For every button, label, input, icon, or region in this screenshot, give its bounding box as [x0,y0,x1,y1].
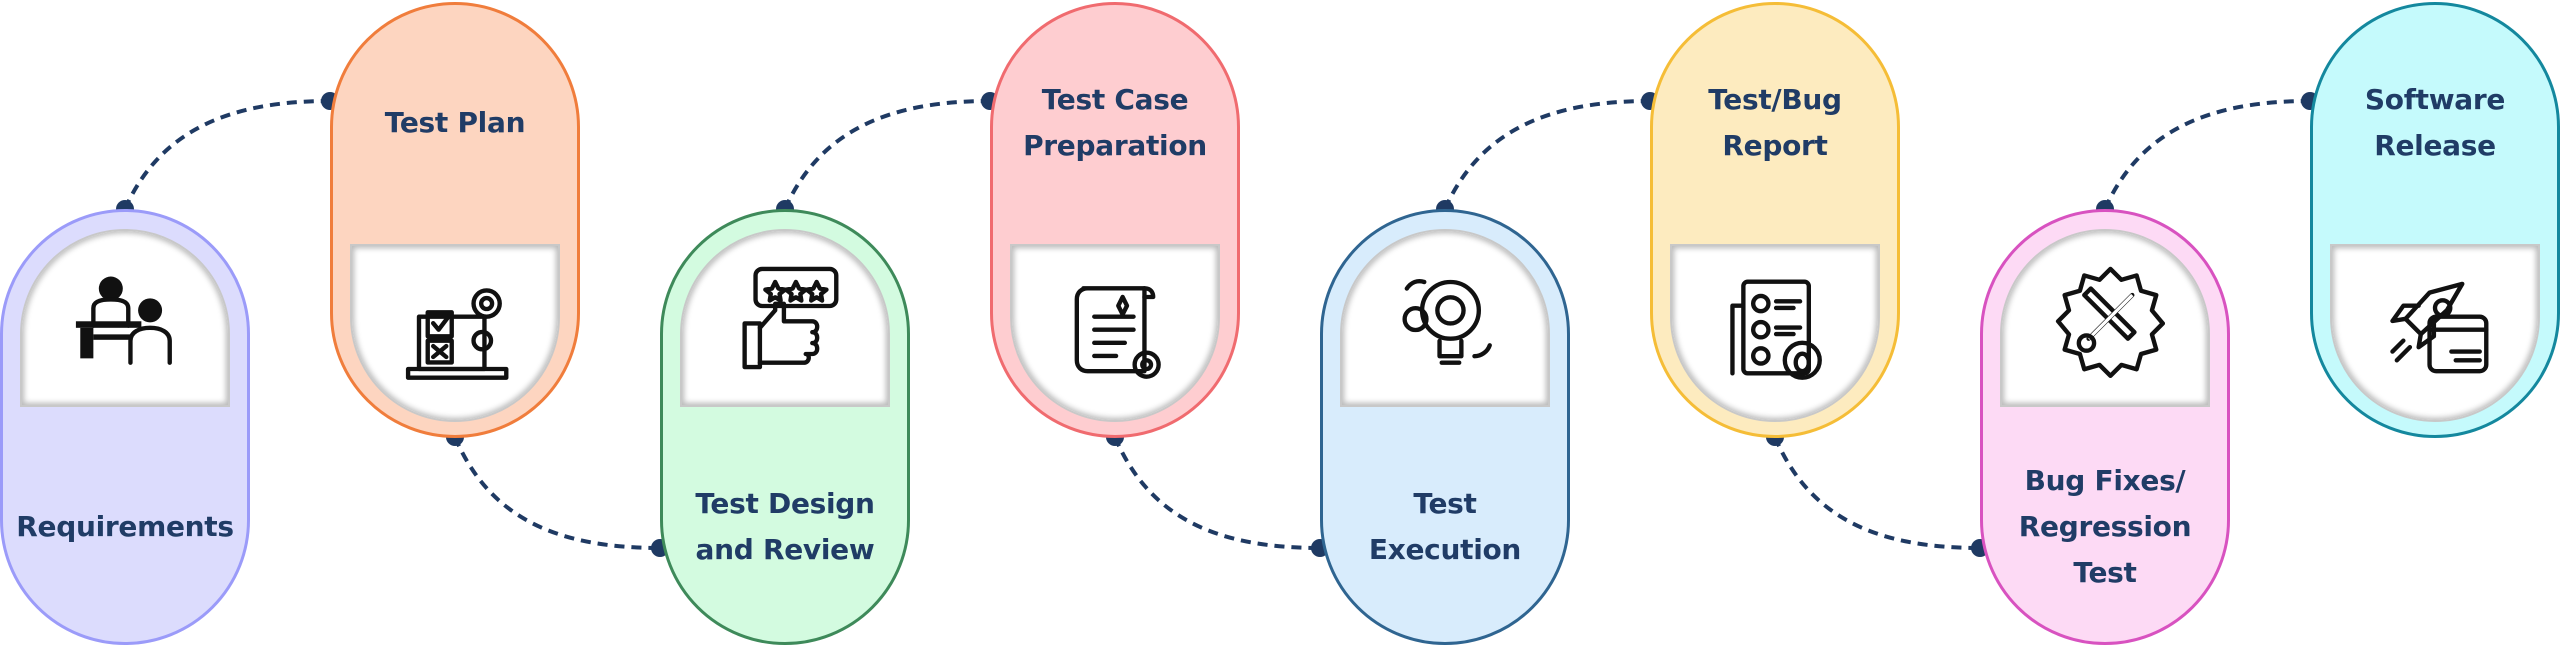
dashed-connector [783,99,991,210]
step-title: Test Plan [333,5,577,240]
dashed-connector [1113,436,1321,550]
step-title-line: Test [1413,487,1477,520]
dashed-connector [1443,99,1651,210]
bug-report-icon [1730,279,1822,380]
step-title-line: Report [1722,128,1828,162]
step-title-line: Test/Bug [1708,82,1842,116]
lightbulb-gears-icon [1402,279,1492,365]
step-test-design-and-review: Test Design and Review [660,209,910,645]
scroll-gear-icon [1074,286,1161,379]
step-title-line: Test Plan [384,105,526,139]
step-requirements: Requirements [0,209,250,645]
icon-frame [350,244,560,422]
thumbs-up-rating-icon [742,266,839,370]
icon-frame [1010,244,1220,422]
icon-frame [1670,244,1880,422]
dashed-connector [1773,436,1981,550]
icon-frame [2000,229,2210,407]
step-title: Requirements [3,412,247,642]
dashed-connector [2103,99,2311,210]
step-title: Test Design and Review [663,412,907,642]
rocket-window-icon [2390,281,2489,374]
step-title-line: Execution [1368,533,1522,566]
step-title-line: Software [2364,82,2506,116]
tools-gear-icon [2055,266,2165,378]
step-title-line: Release [2374,128,2496,162]
step-title-line: Regression [2018,510,2192,543]
step-title-line: Test Design [695,487,875,520]
icon-frame [20,229,230,407]
step-title-line: Bug Fixes/ [2024,464,2186,497]
icon-frame [1340,229,1550,407]
step-test-plan: Test Plan [330,2,580,438]
dashed-connector [123,99,331,210]
step-title-line: Requirements [16,510,234,543]
step-title-line: and Review [695,533,875,566]
meeting-icon [75,276,172,365]
icon-frame [680,229,890,407]
step-title-line: Test Case [1041,82,1189,116]
laptop-checklist-gears-icon [405,288,509,380]
icon-frame [2330,244,2540,422]
dashed-connector [453,436,661,550]
step-title-line: Preparation [1023,128,1207,162]
step-title-line: Test [2073,556,2137,589]
